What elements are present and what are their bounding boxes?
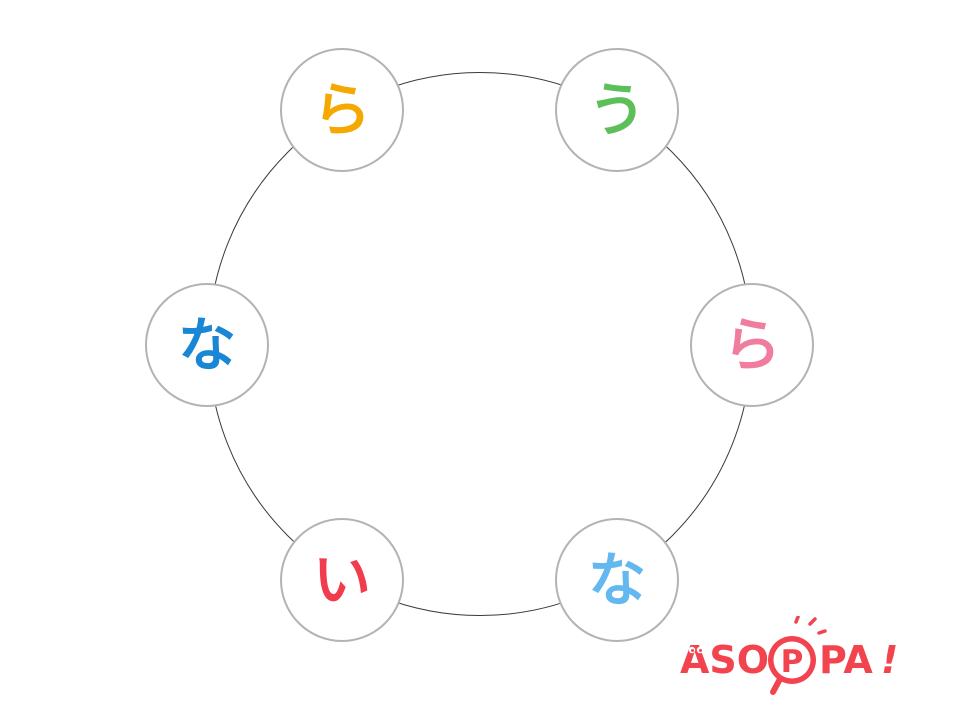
logo-text-aso: ASO	[680, 638, 769, 682]
letter-4: な	[587, 546, 646, 614]
letter-circle-6[interactable]: な	[145, 283, 269, 407]
asoppa-logo: ASO P PA !	[680, 616, 898, 695]
letter-circle-3[interactable]: ら	[690, 283, 814, 407]
circle-path	[208, 72, 752, 616]
logo-text-exclaim: !	[881, 638, 898, 682]
letter-circle-1[interactable]: ら	[280, 48, 404, 172]
logo-text-pa: PA	[819, 638, 873, 682]
letter-circle-5[interactable]: い	[280, 518, 404, 642]
magnifier-p-icon: P	[768, 636, 816, 695]
sparkle-icon	[794, 616, 827, 635]
letter-1: ら	[312, 76, 371, 144]
logo-eyes	[688, 646, 704, 654]
letter-6: な	[177, 311, 236, 379]
letter-circle-2[interactable]: う	[555, 48, 679, 172]
letter-5: い	[312, 546, 371, 614]
letter-3: ら	[722, 311, 781, 379]
logo-text-p: P	[781, 644, 804, 680]
letter-2: う	[587, 76, 646, 144]
letter-circle-4[interactable]: な	[555, 518, 679, 642]
